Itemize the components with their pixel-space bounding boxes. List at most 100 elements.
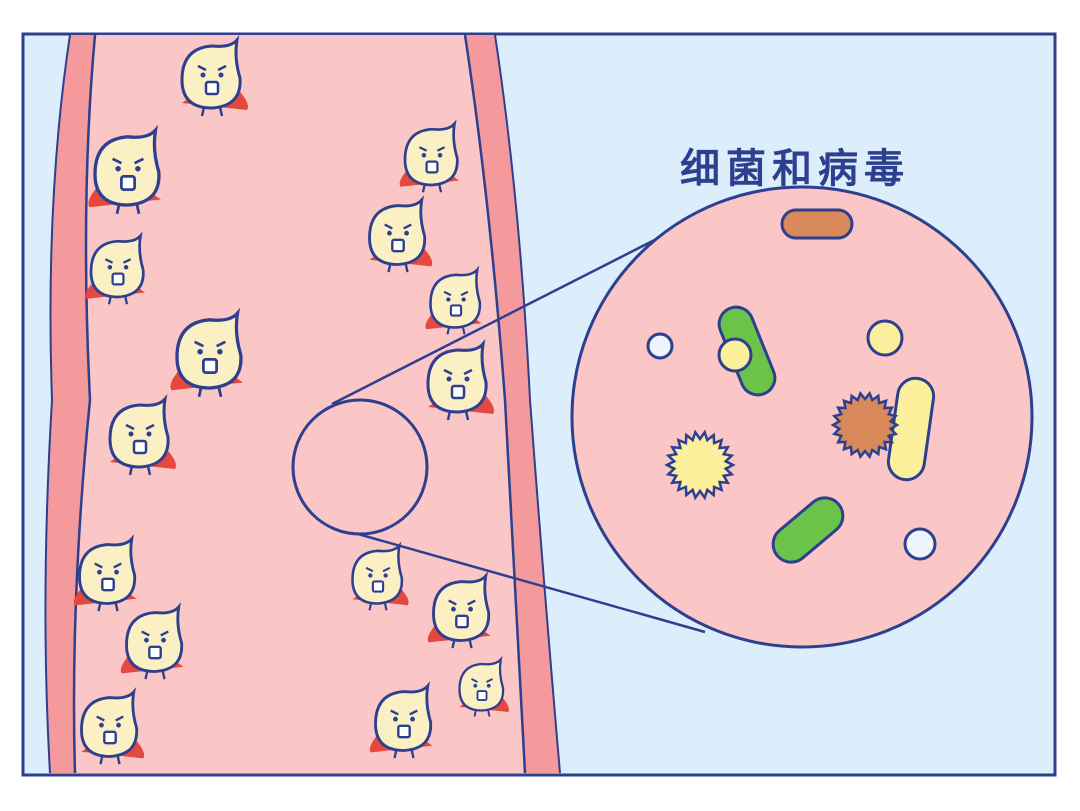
coccus-yellow: [866, 319, 904, 357]
legs: [144, 670, 166, 680]
eye: [486, 683, 491, 688]
legs: [97, 602, 119, 612]
white-blood-cell: [351, 541, 409, 611]
cell-body: [175, 307, 243, 390]
legs: [115, 203, 141, 215]
eye: [383, 573, 388, 578]
mouth: [425, 160, 439, 174]
white-blood-cell: [85, 231, 145, 305]
eyebrows: [443, 368, 473, 376]
white-blood-cell: [369, 681, 433, 759]
eyebrows: [448, 599, 476, 606]
mouth: [101, 577, 115, 592]
eye: [97, 569, 102, 575]
eye: [146, 431, 152, 437]
eye: [107, 265, 113, 270]
eyebrows: [365, 566, 391, 573]
white-blood-cell: [170, 307, 243, 398]
legs: [451, 639, 473, 649]
legs: [197, 386, 223, 398]
eyebrows: [111, 157, 145, 165]
eye: [393, 716, 398, 722]
eye: [461, 297, 466, 302]
mouth: [132, 439, 148, 455]
eye: [99, 722, 104, 728]
mouth: [202, 358, 218, 374]
eye: [446, 376, 452, 382]
eye: [161, 637, 166, 643]
mouth: [397, 724, 411, 739]
legs: [473, 709, 491, 717]
cell-body: [108, 394, 170, 469]
magnified-view-circle: [570, 185, 1034, 649]
eyebrows: [96, 715, 124, 722]
eye: [437, 153, 443, 158]
cell-body: [80, 687, 139, 758]
white-blood-cell: [426, 339, 494, 421]
bacterium-green: [771, 496, 845, 564]
eye: [404, 230, 409, 236]
eye: [144, 637, 149, 643]
white-blood-cell: [73, 534, 137, 612]
mouth: [476, 690, 488, 701]
eye: [135, 165, 141, 172]
cell-body: [78, 534, 137, 605]
white-blood-cell: [427, 571, 491, 649]
cell-body: [351, 541, 404, 605]
legs: [107, 295, 129, 305]
eye: [387, 230, 392, 236]
legs: [200, 106, 224, 117]
white-blood-cell: [425, 265, 482, 335]
white-blood-cell: [368, 195, 433, 273]
coccus-yellow: [717, 337, 753, 373]
cell-body: [426, 339, 488, 414]
eyebrows: [443, 290, 469, 297]
mouth: [391, 238, 405, 253]
cell-body: [368, 195, 427, 266]
title-bacteria-and-viruses: 细菌和病毒: [680, 146, 910, 192]
eye: [128, 431, 134, 437]
mouth: [371, 580, 385, 593]
eye: [368, 573, 373, 578]
eye: [115, 165, 121, 172]
virus-white: [646, 332, 674, 360]
cell-body: [180, 35, 242, 110]
virus-white: [903, 527, 937, 561]
microbes: [646, 208, 937, 564]
eyebrows: [197, 64, 227, 72]
virus-spiky-yellow: [664, 429, 736, 501]
cell-body: [125, 602, 184, 673]
mouth: [148, 645, 162, 660]
white-blood-cell: [88, 124, 161, 215]
legs: [446, 326, 466, 335]
eyebrows: [418, 146, 446, 152]
eye: [116, 722, 121, 728]
mouth: [455, 614, 469, 629]
legs: [421, 183, 443, 193]
white-blood-cell: [399, 119, 459, 193]
eye: [421, 153, 427, 158]
cell-body: [403, 119, 459, 187]
cell-body: [429, 265, 482, 329]
eye: [200, 72, 206, 78]
virus-spiky-brown: [830, 390, 900, 460]
bacterium-brown: [780, 208, 854, 240]
mouth: [450, 384, 466, 400]
eye: [114, 569, 119, 575]
magnify-source-circle: [291, 398, 429, 536]
cell-body: [374, 681, 433, 752]
eyebrows: [384, 223, 412, 230]
eye: [123, 265, 129, 270]
white-blood-cell: [120, 602, 184, 680]
vessel-wall: [45, 35, 95, 773]
mouth: [204, 80, 220, 96]
cell-body: [89, 231, 145, 299]
eye: [197, 348, 203, 355]
eye: [464, 376, 470, 382]
legs: [393, 749, 415, 759]
eyebrows: [390, 709, 418, 716]
eye: [218, 72, 224, 78]
white-blood-cell: [180, 35, 248, 117]
mouth: [449, 304, 463, 317]
